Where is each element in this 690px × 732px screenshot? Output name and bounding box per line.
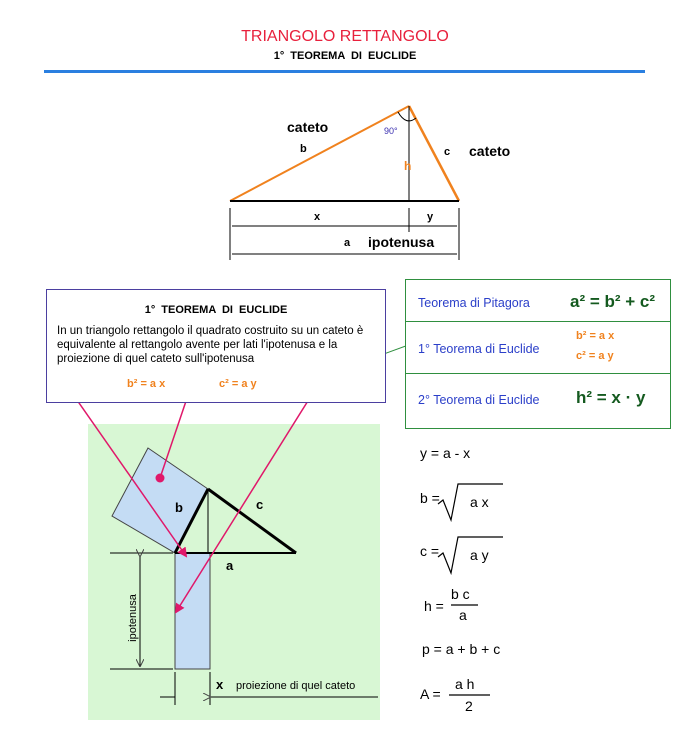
formula-c-lhs: c = xyxy=(420,543,440,559)
label-a-top: a xyxy=(344,237,351,249)
label-x-construction: x xyxy=(216,677,224,692)
formula-area-denominator: 2 xyxy=(465,698,473,714)
euclide1-formula-c: c² = a y xyxy=(576,350,614,362)
formula-b-lhs: b = xyxy=(420,490,440,506)
page-subtitle: 1° TEOREMA DI EUCLIDE xyxy=(273,50,417,62)
label-c-top: c xyxy=(444,146,451,158)
label-c-construction: c xyxy=(256,497,264,512)
pitagora-formula: a² = b² + c² xyxy=(570,292,656,311)
highlight-ipotenusa: ipotenusa xyxy=(265,339,316,351)
construction-figure xyxy=(110,447,378,705)
label-x-top: x xyxy=(314,211,321,223)
cathetus-b-line xyxy=(229,105,410,202)
formula-h-numerator: b c xyxy=(451,586,470,602)
sqrt-c-sign xyxy=(437,536,503,576)
formula-area-numerator: a h xyxy=(455,676,475,692)
label-y-top: y xyxy=(427,211,434,223)
box-formula-c: c² = a y xyxy=(219,378,257,390)
label-h: h xyxy=(404,159,412,173)
square-dot xyxy=(155,473,165,483)
construction-c-side xyxy=(207,487,297,555)
square-on-b xyxy=(111,447,209,554)
euclide2-formula: h² = x · y xyxy=(576,388,646,407)
euclide2-label: 2° Teorema di Euclide xyxy=(418,393,540,407)
theorem-box-title: 1° TEOREMA DI EUCLIDE xyxy=(144,304,288,316)
box-formula-b: b² = a x xyxy=(127,378,166,390)
label-cateto-right: cateto xyxy=(469,143,511,159)
formula-h-lhs: h = xyxy=(424,598,444,614)
formula-perimeter: p = a + b + c xyxy=(422,641,501,657)
pitagora-label: Teorema di Pitagora xyxy=(418,296,530,310)
label-angle: 90° xyxy=(384,126,398,136)
label-cateto-left: cateto xyxy=(287,119,329,135)
formula-h-denominator: a xyxy=(459,607,467,623)
page-title: TRIANGOLO RETTANGOLO xyxy=(241,28,449,45)
euclide1-label: 1° Teorema di Euclide xyxy=(418,342,540,356)
euclide1-formula-b: b² = a x xyxy=(576,330,615,342)
theorem-statement: In un triangolo rettangolo il quadrato c… xyxy=(57,325,364,365)
highlight-projection: proiezione di quel cateto xyxy=(57,353,182,365)
formula-area-lhs: A = xyxy=(420,686,441,702)
formula-y: y = a - x xyxy=(420,445,471,461)
top-triangle xyxy=(229,105,461,260)
label-b-construction: b xyxy=(175,500,183,515)
title-rule xyxy=(44,70,645,73)
formula-b-radicand: a x xyxy=(470,494,489,510)
highlight-square: quadrato costruito su un cateto xyxy=(195,325,354,337)
row-euclide-2: 2° Teorema di Euclide h² = x · y xyxy=(406,373,670,429)
construction-b-side xyxy=(173,488,210,554)
label-a-construction: a xyxy=(226,558,234,573)
label-ipotenusa-top: ipotenusa xyxy=(368,234,435,250)
sqrt-b-sign xyxy=(437,483,503,523)
label-projection: proiezione di quel cateto xyxy=(236,680,356,692)
right-angle-arc xyxy=(397,111,417,122)
rectangle-a-x xyxy=(174,552,211,670)
formula-c-radicand: a y xyxy=(470,547,489,563)
cathetus-c-line xyxy=(407,105,461,202)
row-pitagora: Teorema di Pitagora a² = b² + c² xyxy=(406,280,670,329)
summary-table: Teorema di Pitagora a² = b² + c² 1° Teor… xyxy=(405,279,671,429)
theorem-box: 1° TEOREMA DI EUCLIDE In un triangolo re… xyxy=(46,289,386,403)
label-b-top: b xyxy=(300,143,307,155)
row-euclide-1: 1° Teorema di Euclide b² = a x c² = a y xyxy=(406,321,670,374)
label-ipotenusa-vertical: ipotenusa xyxy=(127,594,139,642)
